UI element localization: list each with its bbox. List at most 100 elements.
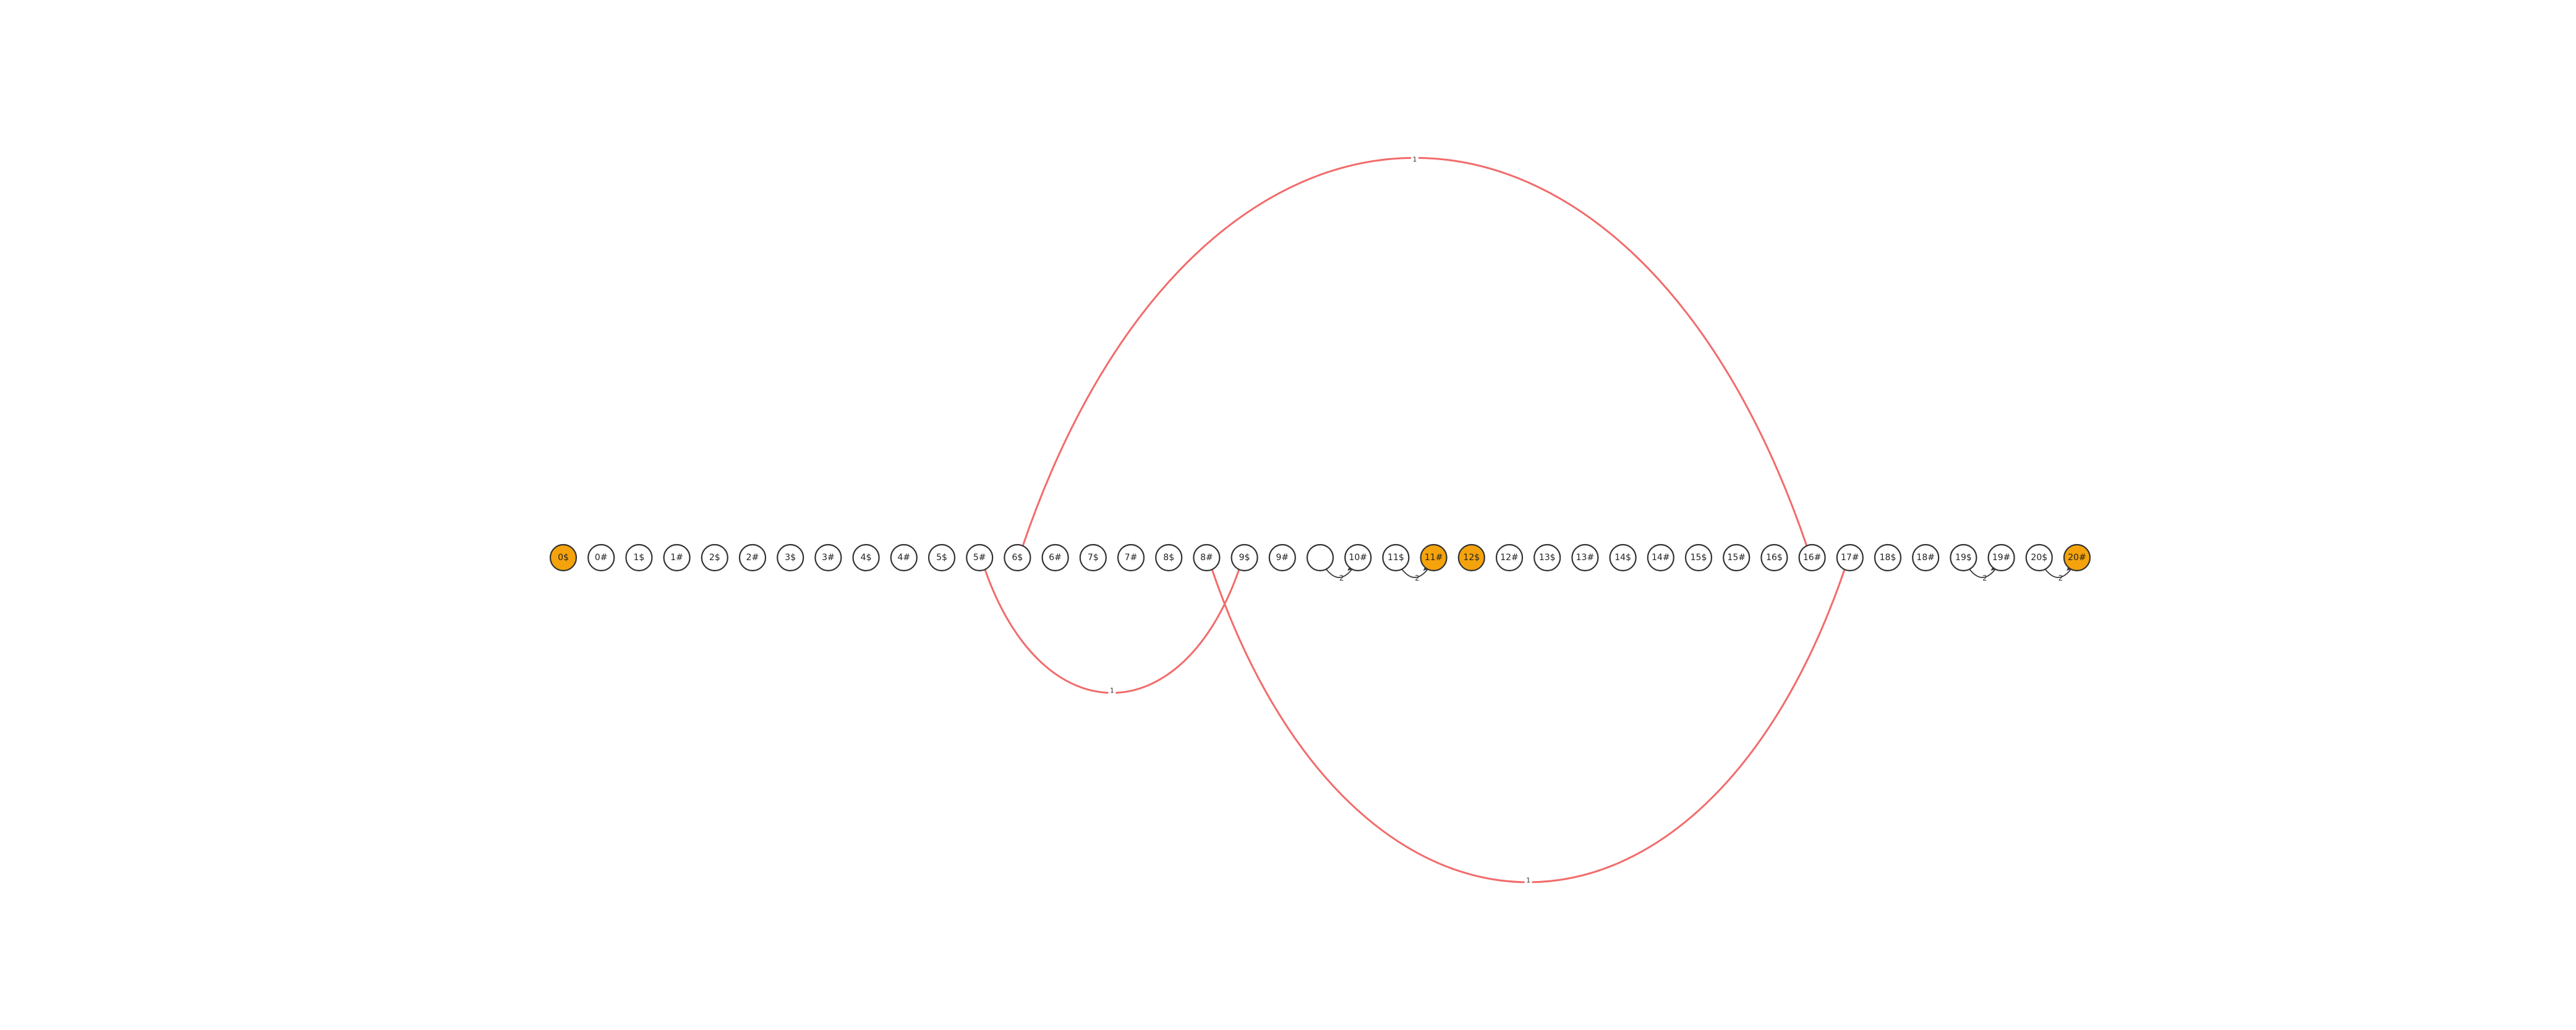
node-circle bbox=[1723, 543, 1751, 572]
node-circle bbox=[1836, 543, 1864, 572]
node-label: 5$ bbox=[936, 553, 947, 563]
node-label: 9# bbox=[1276, 553, 1289, 563]
loop-path bbox=[1969, 569, 1996, 578]
node-18dollar: 18$ bbox=[1874, 543, 1902, 572]
node-circle bbox=[1571, 543, 1599, 572]
node-circle bbox=[1306, 543, 1334, 572]
arrowhead-icon bbox=[2066, 567, 2071, 571]
arc-6dollar-16hash bbox=[1021, 156, 1809, 548]
node-label: 8# bbox=[1200, 553, 1213, 563]
node-circle bbox=[1420, 543, 1448, 572]
node-label: 12# bbox=[1500, 553, 1519, 563]
node-4hash: 4# bbox=[890, 543, 918, 572]
node-label: 0$ bbox=[558, 553, 569, 563]
node-label: 17# bbox=[1841, 553, 1859, 563]
node-label: 6$ bbox=[1012, 553, 1023, 563]
node-label: 14# bbox=[1652, 553, 1670, 563]
loop-label: 2 bbox=[1982, 574, 1987, 582]
node-label: 13$ bbox=[1539, 553, 1556, 563]
node-circle bbox=[738, 543, 767, 572]
node-circle bbox=[928, 543, 956, 572]
node-circle bbox=[2063, 543, 2091, 572]
node-label: 10# bbox=[1349, 553, 1367, 563]
arc-5hash-9dollar bbox=[983, 568, 1241, 694]
node-label: 8$ bbox=[1163, 553, 1174, 563]
node-circle bbox=[1684, 543, 1713, 572]
node-3dollar: 3$ bbox=[777, 543, 804, 572]
loop-label: 2 bbox=[2058, 574, 2063, 582]
node-label: 2$ bbox=[709, 553, 720, 563]
loop-edge: 2 bbox=[1326, 567, 1352, 582]
node-13hash: 13# bbox=[1571, 543, 1599, 572]
node-circle bbox=[1874, 543, 1902, 572]
node-circle bbox=[1987, 543, 2015, 572]
node-label: 3# bbox=[822, 553, 835, 563]
node-label: 19# bbox=[1992, 553, 2011, 563]
node-7dollar: 7$ bbox=[1079, 543, 1107, 572]
node-circle bbox=[890, 543, 918, 572]
node-circle bbox=[1950, 543, 1977, 572]
loop-path bbox=[1326, 569, 1352, 578]
node-circle bbox=[1193, 543, 1221, 572]
node-label: 15$ bbox=[1691, 553, 1707, 563]
node-circle bbox=[1798, 543, 1826, 572]
node-label: 18$ bbox=[1880, 553, 1896, 563]
node-circle bbox=[1760, 543, 1788, 572]
node-label: 6# bbox=[1049, 553, 1062, 563]
node-label: 14$ bbox=[1614, 553, 1631, 563]
node-circle bbox=[1495, 543, 1524, 572]
node-circle bbox=[1117, 543, 1145, 572]
node-9dollar: 9$ bbox=[1230, 543, 1258, 572]
arrowhead-icon bbox=[1347, 567, 1352, 571]
node-13dollar: 13$ bbox=[1533, 543, 1561, 572]
arc-label-background bbox=[1524, 876, 1532, 885]
node-label: 0# bbox=[595, 553, 608, 563]
node-circle bbox=[663, 543, 691, 572]
node-circle bbox=[814, 543, 842, 572]
node-circle bbox=[1647, 543, 1674, 572]
loop-edge: 2 bbox=[2045, 567, 2071, 582]
node-circle bbox=[625, 543, 653, 572]
node-7hash: 7# bbox=[1117, 543, 1145, 572]
node-19hash: 19# bbox=[1987, 543, 2015, 572]
node-circle bbox=[1533, 543, 1561, 572]
arc-8hash-17hash bbox=[1210, 568, 1846, 883]
node-circle bbox=[1041, 543, 1069, 572]
node-circle bbox=[1457, 543, 1485, 572]
node-1dollar: 1$ bbox=[625, 543, 653, 572]
node-6hash: 6# bbox=[1041, 543, 1069, 572]
node-circle bbox=[1268, 543, 1296, 572]
node-label: 5# bbox=[973, 553, 986, 563]
node-label: 15# bbox=[1727, 553, 1746, 563]
node-label: 3$ bbox=[785, 553, 796, 563]
loops-layer: 2 2 2 2 bbox=[1326, 567, 2071, 582]
node-circle bbox=[1609, 543, 1637, 572]
node-circle bbox=[1230, 543, 1258, 572]
node-label: 16# bbox=[1803, 553, 1822, 563]
node-19dollar: 19$ bbox=[1950, 543, 1977, 572]
loop-label: 2 bbox=[1339, 574, 1344, 582]
node-circle bbox=[701, 543, 728, 572]
node-label: 9$ bbox=[1239, 553, 1250, 563]
node-5dollar: 5$ bbox=[928, 543, 956, 572]
arcs-layer: 1 1 1 bbox=[983, 155, 1846, 885]
node-8hash: 8# bbox=[1193, 543, 1221, 572]
node-10hash: 10# bbox=[1344, 543, 1372, 572]
node-16hash: 16# bbox=[1798, 543, 1826, 572]
node-20hash: 20# bbox=[2063, 543, 2091, 572]
node-0hash: 0# bbox=[587, 543, 615, 572]
arc-label-background bbox=[1411, 155, 1418, 164]
loop-label: 2 bbox=[1415, 574, 1420, 582]
node-label: 19$ bbox=[1955, 553, 1972, 563]
arc-label: 1 bbox=[1110, 687, 1114, 695]
loop-path bbox=[1401, 569, 1428, 578]
arc-label: 1 bbox=[1526, 877, 1530, 885]
node-2hash: 2# bbox=[738, 543, 767, 572]
node-1hash: 1# bbox=[663, 543, 691, 572]
node-circle bbox=[587, 543, 615, 572]
arc-label: 1 bbox=[1413, 156, 1417, 164]
node-18hash: 18# bbox=[1912, 543, 1940, 572]
node-label: 1# bbox=[670, 553, 683, 563]
node-label: 12$ bbox=[1463, 553, 1480, 563]
node-15hash: 15# bbox=[1723, 543, 1751, 572]
